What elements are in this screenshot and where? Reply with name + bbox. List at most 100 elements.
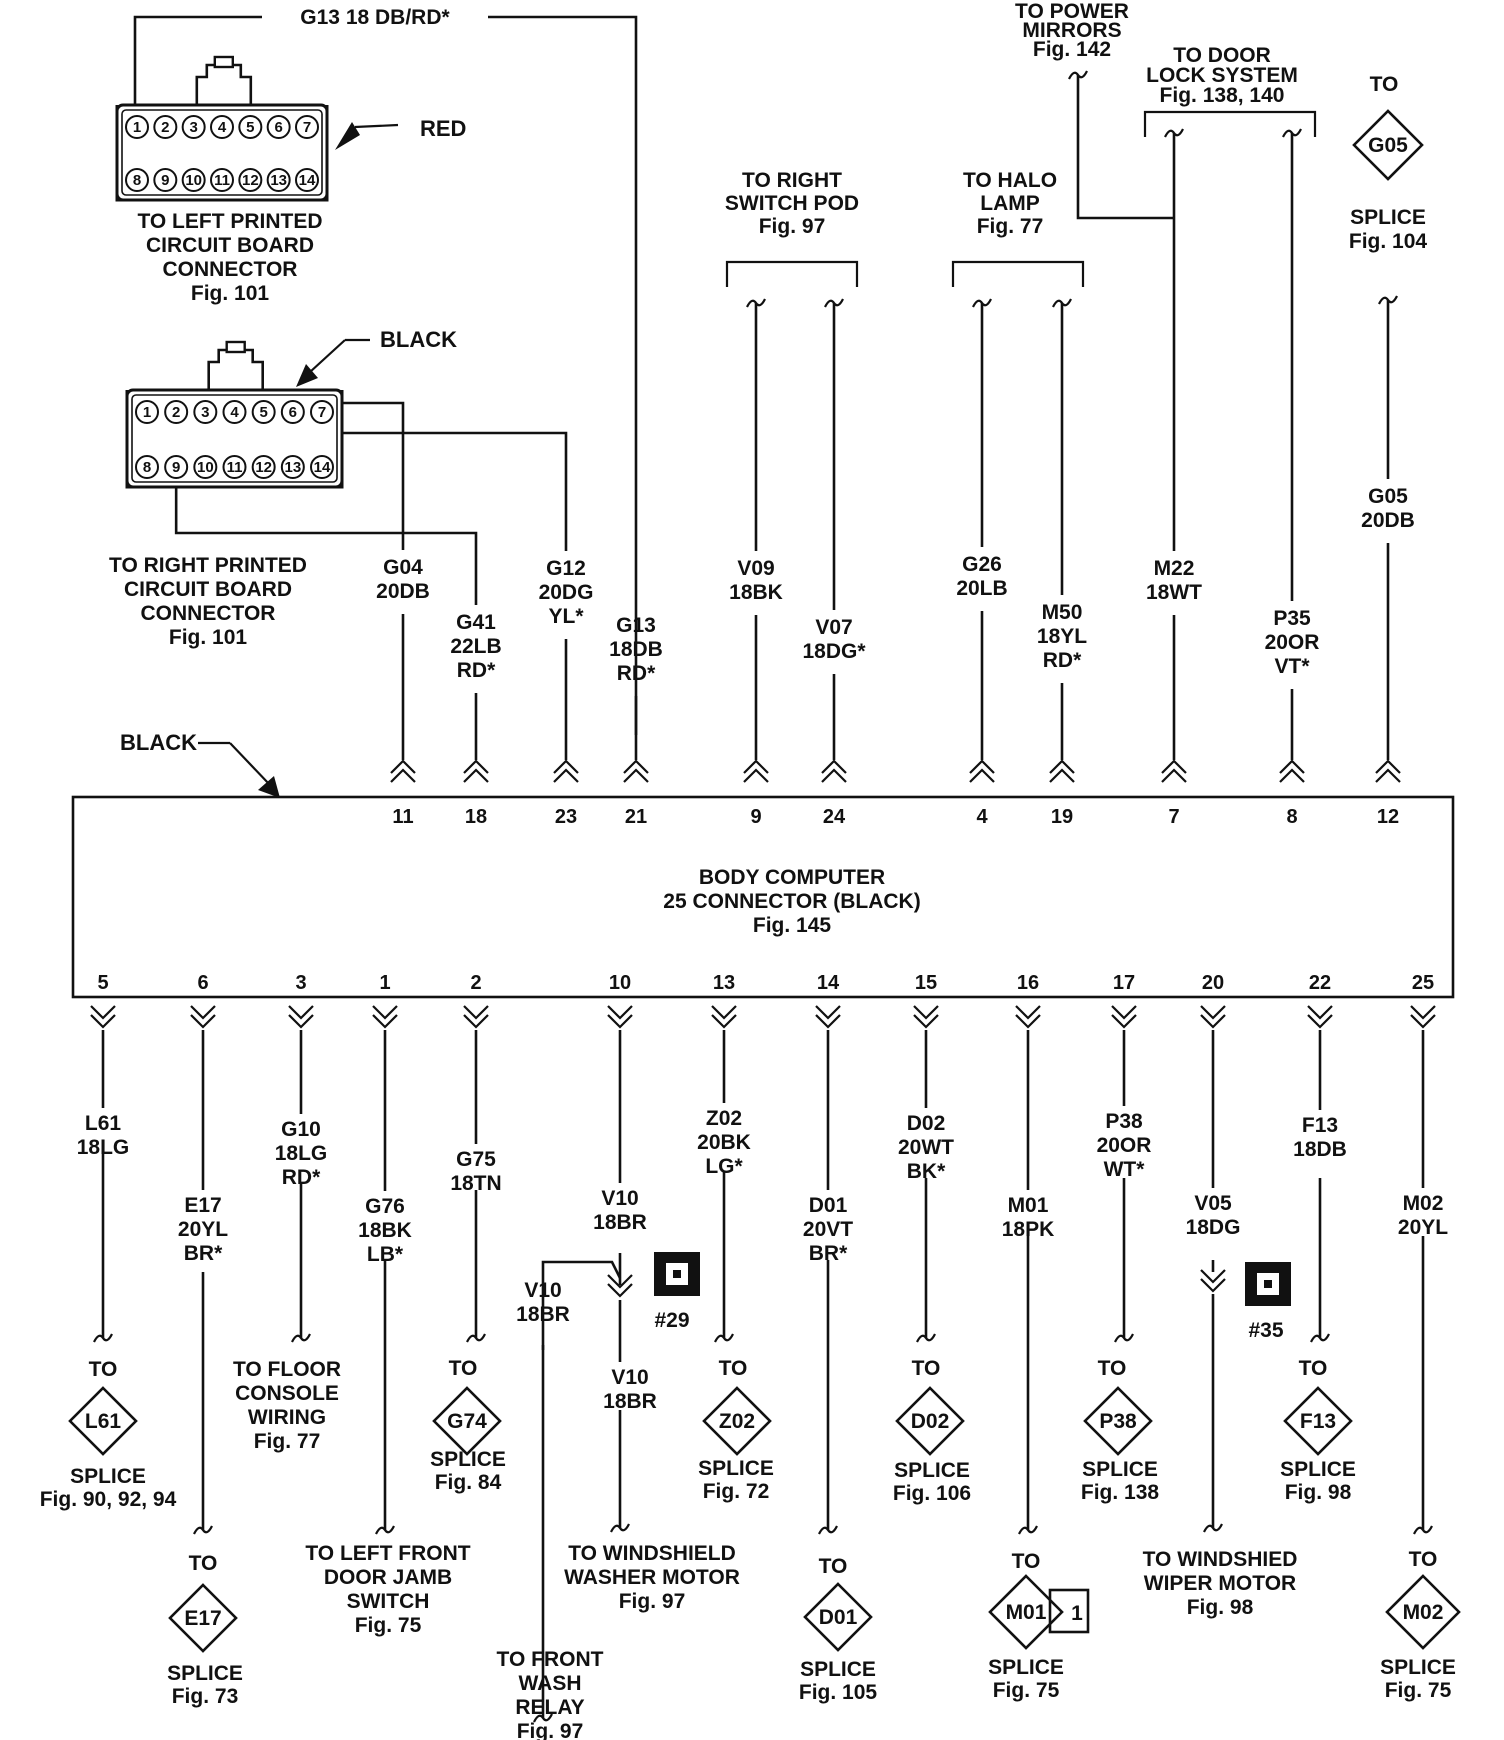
body-computer-connector-label: BLACK	[120, 730, 197, 755]
left-pcb-connector-pin-number: 3	[189, 119, 197, 136]
bottom-connector-terminal	[1111, 1005, 1137, 1020]
bottom-connector-terminal	[1307, 1005, 1333, 1020]
bottom-connector-terminal	[815, 1014, 841, 1029]
left-pcb-connector-pin	[153, 115, 178, 139]
wire-code-label: M01	[1008, 1194, 1049, 1217]
wire-end-mark	[1052, 298, 1072, 308]
arrow-icon	[296, 364, 318, 387]
front-wash-relay-caption: WASH	[519, 1672, 582, 1695]
wire-code-label: WT*	[1104, 1158, 1146, 1181]
bottom-connector-terminal	[288, 1005, 314, 1020]
wire-code-label: G26	[962, 553, 1002, 576]
right-pcb-connector-latch-tab	[225, 340, 246, 354]
wire-code-label: 20BK	[697, 1131, 751, 1154]
top-pin-number: 19	[1051, 806, 1073, 828]
wire-code-label: 18YL	[1037, 625, 1087, 648]
bottom-connector-terminal	[913, 1005, 939, 1020]
wire-code-label: LB*	[367, 1243, 404, 1266]
wire-code-label: G12	[546, 557, 586, 580]
g05-splice-caption: SPLICE	[1350, 206, 1426, 229]
m02-splice-diamond	[1385, 1574, 1461, 1650]
left-pcb-connector-pin	[181, 115, 206, 139]
wire-end-mark	[1378, 295, 1398, 305]
bottom-connector-terminal	[815, 1005, 841, 1020]
g10-destination-caption: WIRING	[248, 1406, 326, 1429]
red-leader	[354, 123, 399, 129]
bottom-connector-terminal	[1015, 1005, 1041, 1020]
bottom-pin-number: 15	[915, 972, 937, 994]
wire-code-label: M02	[1403, 1192, 1444, 1215]
left-pcb-connector-pin-number: 1	[133, 119, 141, 136]
bottom-connector-terminal	[711, 1005, 737, 1020]
wire-code-label: L61	[85, 1112, 122, 1135]
top-pin-number: 24	[823, 806, 846, 828]
wire-code-label: G04	[383, 556, 423, 579]
wire-code-label: 18TN	[450, 1172, 501, 1195]
wire-code-label: P38	[1105, 1110, 1143, 1133]
wire-code-label: 20VT	[803, 1218, 853, 1241]
wire-end-mark	[824, 298, 844, 308]
bottom-pin-number: 1	[379, 972, 390, 994]
left-pcb-caption: CONNECTOR	[163, 258, 298, 281]
left-pcb-connector-pin-number: 9	[161, 172, 169, 189]
top-connector-terminal	[1375, 768, 1401, 783]
top-connector-terminal	[1161, 768, 1187, 783]
z02-splice-caption: Fig. 72	[703, 1480, 770, 1503]
bottom-connector-terminal	[190, 1005, 216, 1020]
splice-id: L61	[85, 1410, 122, 1433]
left-pcb-connector-pin	[266, 168, 291, 192]
right-pcb-connector-pin	[222, 400, 247, 424]
wire-code-label: BK*	[907, 1160, 946, 1183]
wire-code-label: G41	[456, 611, 496, 634]
f13-splice-diamond	[1283, 1386, 1353, 1456]
right-pcb-connector-pin-number: 14	[314, 459, 331, 476]
wire-code-label: Z02	[706, 1107, 742, 1130]
bottom-pin-number: 16	[1017, 972, 1039, 994]
g05-splice-diamond	[1352, 109, 1424, 181]
left-pcb-caption: CIRCUIT BOARD	[146, 234, 314, 257]
left-pcb-connector-pin-number: 13	[270, 172, 287, 189]
splice-id: Z02	[719, 1410, 755, 1433]
top-pin-number: 23	[555, 806, 577, 828]
right-pcb-color-label: BLACK	[380, 327, 457, 352]
bottom-pin-number: 13	[713, 972, 735, 994]
left-pcb-connector-pin-number: 14	[299, 172, 316, 189]
right-pcb-connector-pin	[164, 400, 189, 424]
l61-splice-caption: Fig. 90, 92, 94	[40, 1488, 177, 1511]
left-pcb-connector-pin	[181, 168, 206, 192]
g04-wire	[322, 401, 405, 550]
wire-code-label: RD*	[617, 662, 656, 685]
right-pcb-connector-pin-number: 5	[259, 404, 267, 421]
door-lock-bracket	[1143, 110, 1317, 137]
left-pcb-connector-pin	[238, 115, 263, 139]
wire-code-label: G05	[1368, 485, 1408, 508]
front-wash-relay-caption: RELAY	[515, 1696, 584, 1719]
right-pcb-connector-pin-number: 12	[255, 459, 272, 476]
top-connector-terminal	[743, 768, 769, 783]
bottom-connector-terminal	[607, 1005, 633, 1020]
top-connector-terminal	[1279, 768, 1305, 783]
e17-splice-diamond	[168, 1583, 238, 1653]
wire-end-mark	[1068, 70, 1088, 80]
top-pin-number: 21	[625, 806, 647, 828]
wire-code-label: F13	[1302, 1114, 1338, 1137]
p38-splice-diamond	[1083, 1386, 1153, 1456]
wire-end-mark	[1203, 1523, 1223, 1533]
m01-splice-caption: SPLICE	[988, 1656, 1064, 1679]
right-pcb-connector-pin	[310, 400, 334, 424]
wire-end-mark	[1413, 1525, 1433, 1535]
v10-destination-caption: TO WINDSHIELD	[568, 1542, 736, 1565]
top-pin-number: 12	[1377, 806, 1399, 828]
f13-splice-caption: Fig. 98	[1285, 1481, 1352, 1504]
v10-destination-caption: Fig. 97	[619, 1590, 686, 1613]
right-pcb-caption: TO RIGHT PRINTED	[109, 554, 307, 577]
right-pcb-connector-pin	[222, 455, 247, 479]
left-pcb-connector-pin-number: 4	[218, 119, 227, 136]
wire-code-label: BR*	[184, 1242, 223, 1265]
bottom-connector-terminal	[463, 1005, 489, 1020]
left-pcb-caption: TO LEFT PRINTED	[137, 210, 322, 233]
wire-code-label: P35	[1273, 607, 1311, 630]
left-pcb-connector-pin	[210, 115, 234, 139]
halo-lamp-label: TO HALO	[963, 169, 1057, 192]
bottom-connector-terminal	[1307, 1014, 1333, 1029]
